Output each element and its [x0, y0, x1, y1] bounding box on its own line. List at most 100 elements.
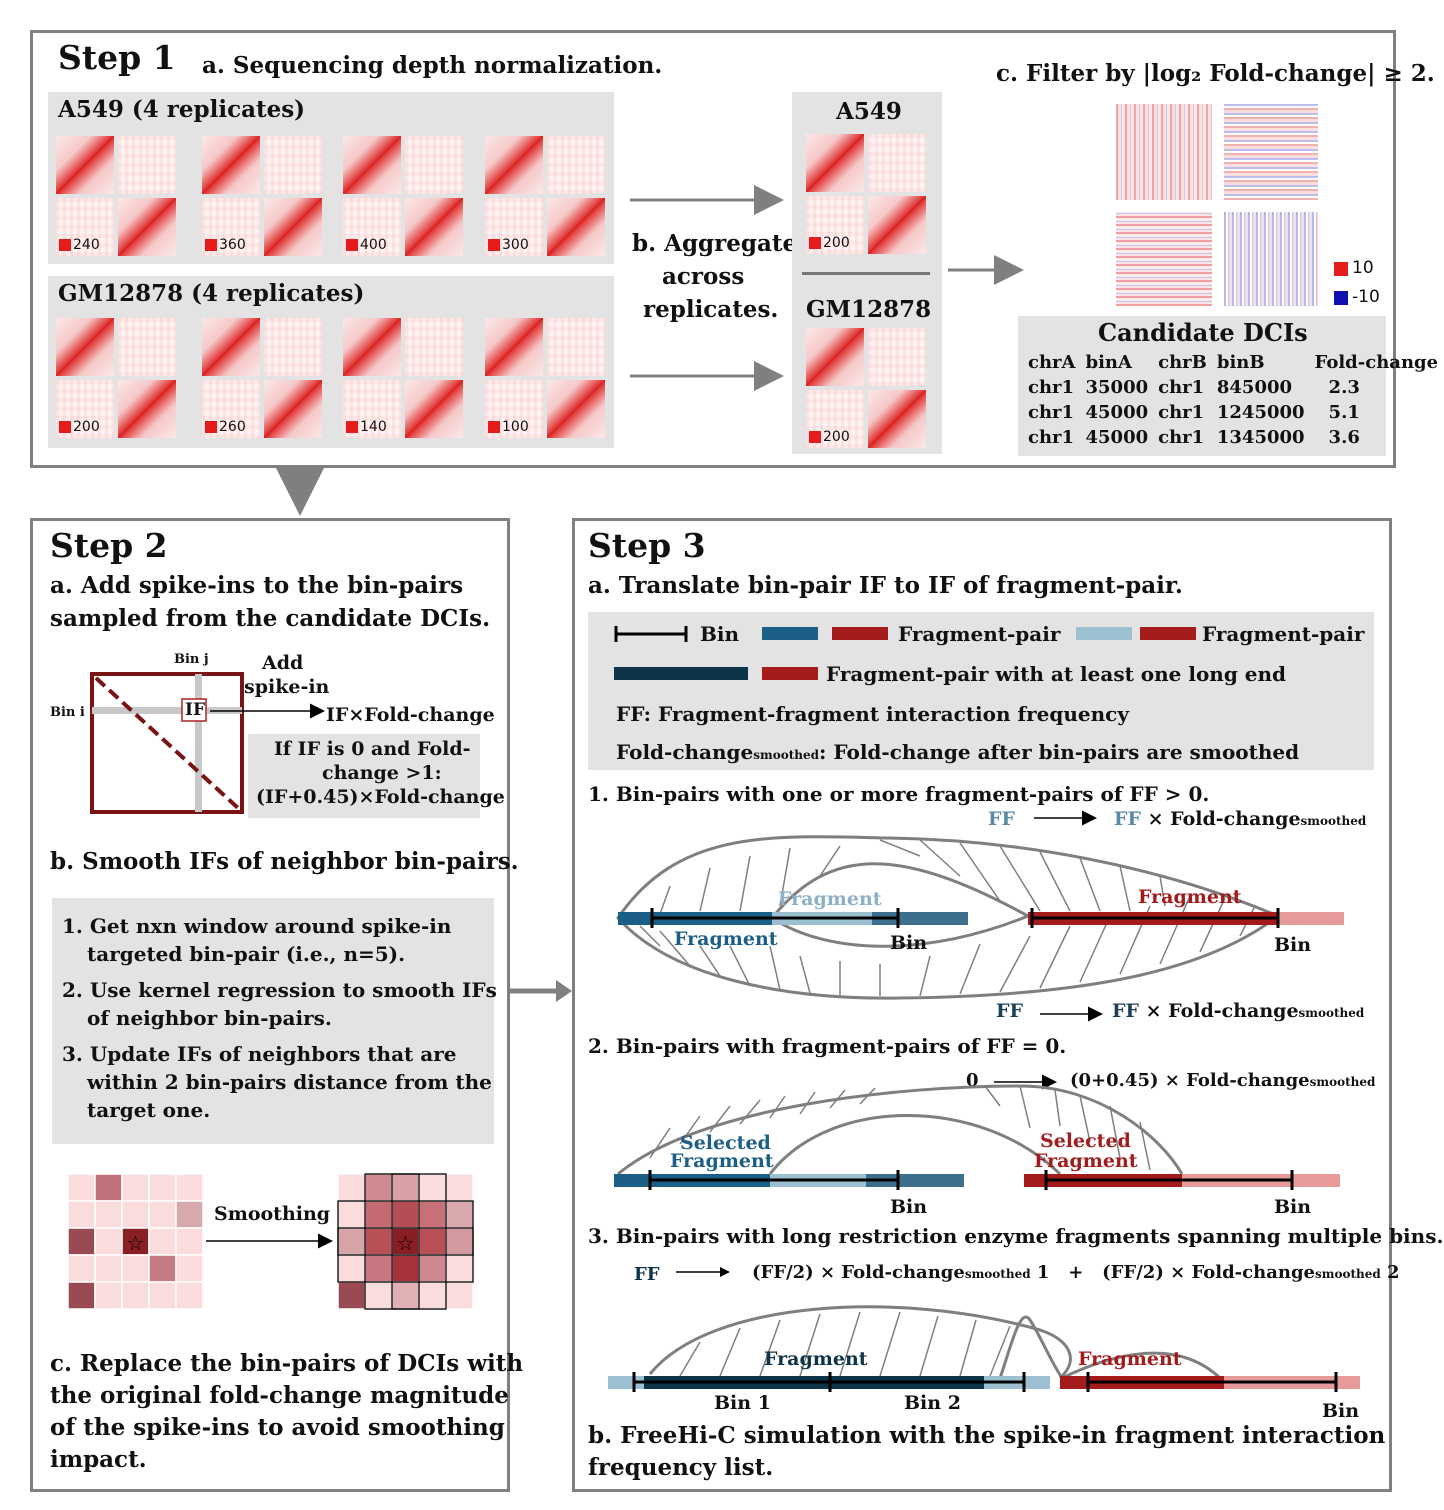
gm12878-header: GM12878 (4 replicates) [58, 280, 365, 307]
table-cell: 45000 [1085, 427, 1149, 448]
table-cell: 3.6 [1328, 427, 1360, 448]
case1-formula-top-right: FF × Fold-changesmoothed [1114, 808, 1367, 830]
case3-bin2: Bin 2 [904, 1392, 961, 1414]
case3-fragment-left: Fragment [764, 1348, 868, 1370]
case2-fragment-left: Fragment [670, 1150, 774, 1172]
zero-if-rule-box [248, 734, 480, 818]
depth-label: 300 [502, 237, 529, 253]
heatmap-gm12878-rep2: 260 [202, 318, 322, 438]
index-1: 1 [1036, 1262, 1050, 1283]
case3-formula: (FF/2) × Fold-changesmoothed 1 + (FF/2) … [752, 1262, 1400, 1283]
grid-before-smoothing [67, 1173, 204, 1310]
step3-b-label-line2: frequency list. [588, 1454, 774, 1481]
step2-c-label-line2: the original fold-change magnitude [50, 1382, 509, 1409]
fragment-legend-box [588, 612, 1374, 770]
table-cell: 5.1 [1328, 402, 1360, 423]
depth-label: 240 [73, 237, 100, 253]
ff-label: FF [1114, 808, 1141, 830]
table-cell: chr1 [1028, 427, 1075, 448]
candidate-dcis-table: chrA binA chrB binB Fold-change chr1 350… [1024, 350, 1444, 450]
arrow-step2-to-step3 [510, 980, 572, 1002]
case1-formula-bottom-right: FF × Fold-changesmoothed [1112, 1000, 1365, 1022]
depth-label: 200 [823, 235, 850, 251]
plus-sign: + [1068, 1262, 1084, 1283]
case2-formula: (0+0.45) × Fold-changesmoothed [1070, 1070, 1375, 1091]
step2-c-label-line4: impact. [50, 1446, 147, 1473]
agg-gm12878-label: GM12878 [806, 296, 932, 323]
add-spike-label-line1: Add [262, 652, 304, 674]
heatmap-gm12878-aggregated: 200 [806, 328, 926, 448]
step2-b-label: b. Smooth IFs of neighbor bin-pairs. [50, 848, 519, 875]
table-cell: chr1 [1028, 402, 1075, 423]
smooth-step2-line1: 2. Use kernel regression to smooth IFs [62, 978, 497, 1002]
col-header: Fold-change [1314, 352, 1439, 373]
case3-arrow [676, 1267, 730, 1277]
step3-a-label: a. Translate bin-pair IF to IF of fragme… [588, 572, 1183, 599]
heatmap-a549-rep1: 240 [56, 136, 176, 256]
table-header-row: chrA binA chrB binB Fold-change [1024, 350, 1444, 375]
case1-bin-left: Bin [890, 932, 928, 954]
fc-sub: smoothed [1298, 1006, 1365, 1020]
smooth-step3-line1: 3. Update IFs of neighbors that are [62, 1042, 457, 1066]
step1-a-label: a. Sequencing depth normalization. [202, 52, 663, 79]
table-cell: chr1 [1158, 402, 1205, 423]
fc-rest: : Fold-change after bin-pairs are smooth… [819, 740, 1300, 764]
case2-diagram [614, 1074, 1340, 1190]
log2-fold-change-heatmap [1116, 104, 1318, 306]
depth-label: 260 [219, 419, 246, 435]
fc-sub: smoothed [1314, 1267, 1381, 1281]
table-cell: chr1 [1158, 377, 1205, 398]
depth-label: 200 [823, 429, 850, 445]
step1-b-label-line2: across [662, 263, 745, 290]
step1-title: Step 1 [58, 38, 176, 77]
fragment-legend-swatches [614, 626, 1196, 680]
step1-arrows [275, 185, 1024, 516]
zero-rule-line1: If IF is 0 and Fold- [274, 738, 471, 760]
case3-diagram [608, 1305, 1360, 1392]
legend-ff-definition: FF: Fragment-fragment interaction freque… [616, 702, 1129, 726]
index-2: 2 [1387, 1262, 1400, 1283]
step1-b-label-line3: replicates. [643, 296, 779, 323]
fc-sub: smoothed [964, 1267, 1031, 1281]
col-header: chrA [1028, 352, 1076, 373]
table-cell: 1245000 [1216, 402, 1305, 423]
ff-label: FF [1112, 1000, 1139, 1022]
table-row: chr1 45000 chr1 1245000 5.1 [1024, 400, 1444, 425]
case1-fragment-right: Fragment [1138, 886, 1242, 908]
bin-j-label: Bin j [174, 652, 209, 667]
if-times-fold-change: IF×Fold-change [326, 704, 495, 726]
depth-label: 140 [360, 419, 387, 435]
heatmap-gm12878-rep4: 100 [485, 318, 605, 438]
step3-b-label-line1: b. FreeHi-C simulation with the spike-in… [588, 1422, 1386, 1449]
fc-sub: smoothed [1300, 814, 1367, 828]
smooth-step3-line3: target one. [87, 1098, 211, 1122]
case1-diagram [616, 810, 1344, 1022]
agg-a549-label: A549 [836, 98, 902, 125]
case2-title: 2. Bin-pairs with fragment-pairs of FF =… [588, 1034, 1067, 1058]
aggregate-divider [802, 272, 930, 275]
case2-bin-left: Bin [890, 1196, 928, 1218]
a549-header: A549 (4 replicates) [58, 96, 306, 123]
case1-fragment-left-light: Fragment [778, 888, 882, 910]
table-row: chr1 35000 chr1 845000 2.3 [1024, 375, 1444, 400]
grid-after-smoothing [337, 1173, 474, 1310]
legend-long-end: Fragment-pair with at least one long end [826, 662, 1287, 686]
add-spike-label-line2: spike-in [244, 676, 330, 698]
formula-label: (0+0.45) × Fold-change [1070, 1070, 1310, 1091]
table-cell: 845000 [1216, 377, 1293, 398]
case1-title: 1. Bin-pairs with one or more fragment-p… [588, 782, 1210, 806]
legend-fragment-pair-1: Fragment-pair [898, 622, 1061, 646]
case2-selected-right: Selected [1040, 1130, 1131, 1152]
case2-bin-right: Bin [1274, 1196, 1312, 1218]
table-cell: 45000 [1085, 402, 1149, 423]
step1-b-label-line1: b. Aggregate [632, 230, 798, 257]
fc-label: Fold-change [1170, 808, 1301, 830]
table-cell: chr1 [1028, 377, 1075, 398]
case3-bin-right: Bin [1322, 1400, 1360, 1422]
zero-rule-line3: (IF+0.45)×Fold-change [256, 786, 505, 808]
case1-ff-bottom-left: FF [996, 1000, 1023, 1022]
step2-c-label-line1: c. Replace the bin-pairs of DCIs with [50, 1350, 524, 1377]
case3-fragment-right: Fragment [1078, 1348, 1182, 1370]
case3-ff: FF [634, 1264, 660, 1285]
case1-ff-top-left: FF [988, 808, 1015, 830]
